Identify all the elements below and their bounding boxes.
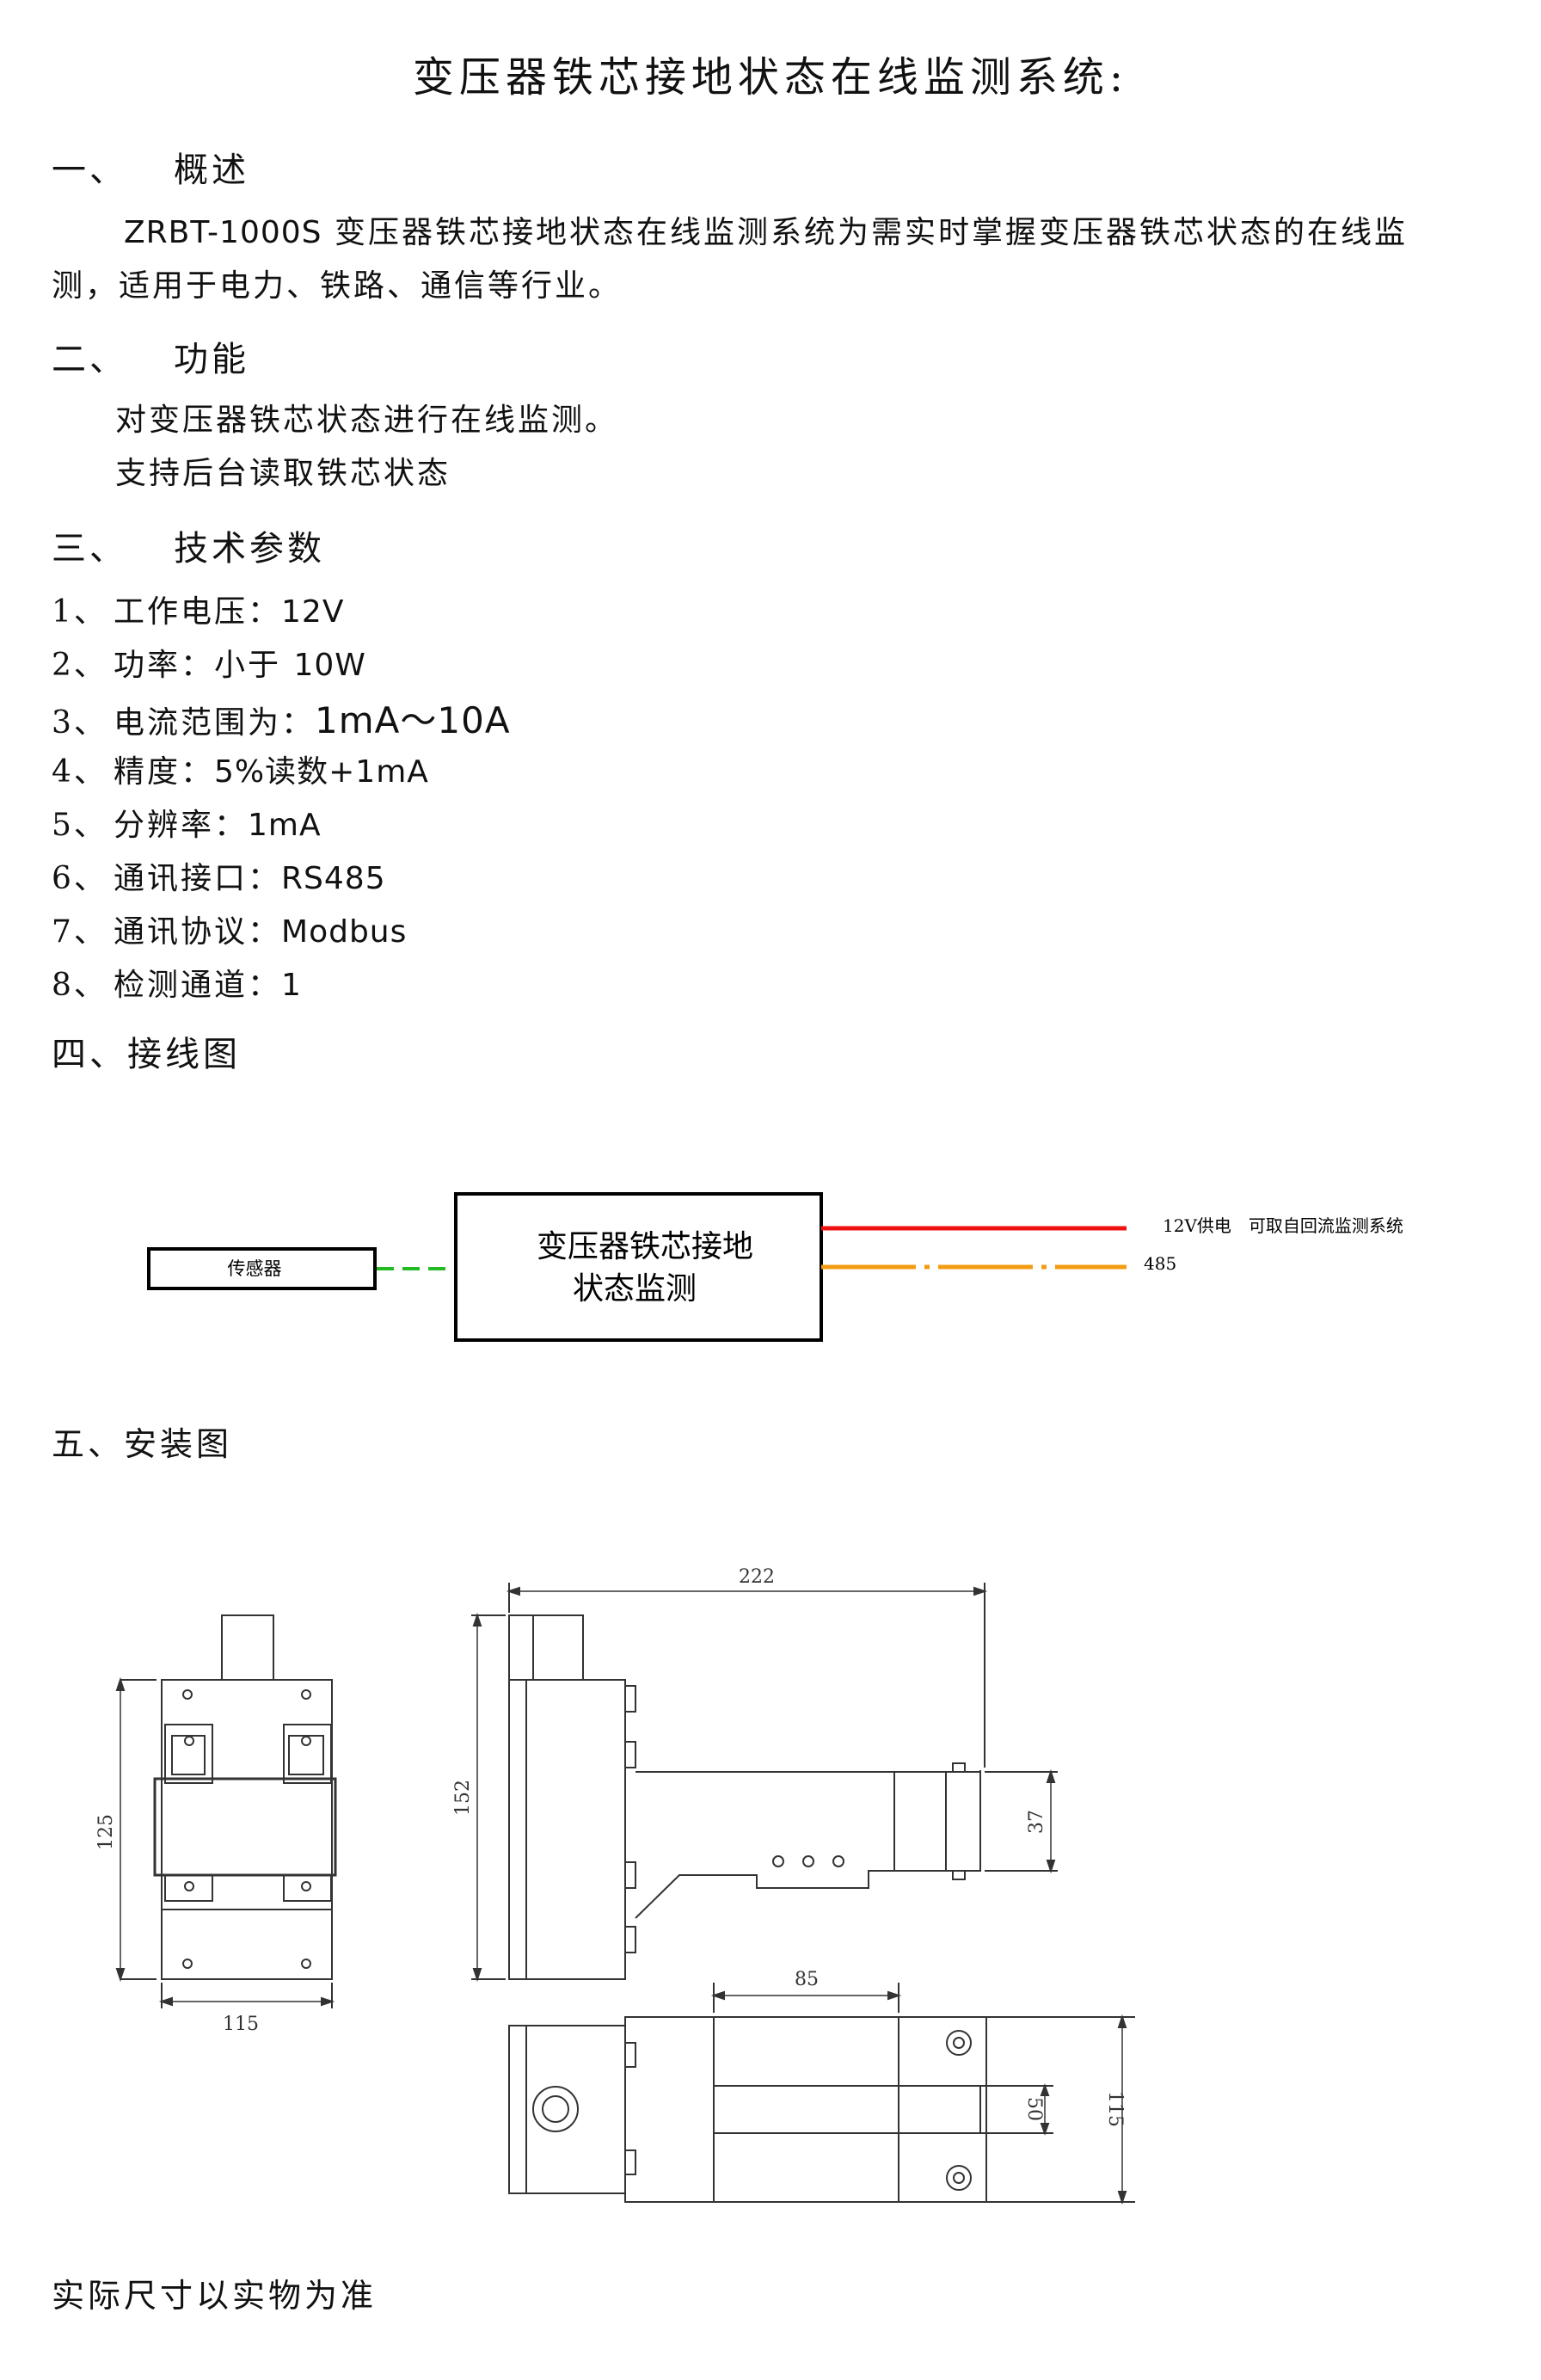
- param-row: 5、分辨率：1mA: [52, 808, 322, 843]
- dim-front-width: 115: [223, 2014, 259, 2035]
- param-row: 4、精度：5%读数+1mA: [52, 754, 429, 790]
- top-plate: [624, 2016, 987, 2203]
- page-title: 变压器铁芯接地状态在线监测系统:: [412, 53, 1129, 101]
- monitor-device-box: [454, 1192, 823, 1342]
- side-top-connector: [532, 1614, 584, 1681]
- wiring-diagram: 传感器 变压器铁芯接地 状态监测 12V供电 可取自回流监测系统 485: [147, 1192, 1403, 1342]
- param-row: 8、检测通道：1: [52, 968, 302, 1003]
- dim-front-height: 125: [95, 1814, 117, 1850]
- side-arm: [893, 1771, 981, 1872]
- param-row: 1、工作电压：12V: [52, 594, 345, 630]
- dim-side-length: 222: [739, 1566, 775, 1588]
- device-label-line-1: 变压器铁芯接地: [537, 1229, 753, 1264]
- dim-side-height: 152: [452, 1780, 474, 1816]
- param-row: 3、电流范围为：1mA～10A: [52, 699, 511, 741]
- comm-label: 485: [1144, 1253, 1176, 1274]
- overview-line-1: 变压器铁芯接地状态在线监测系统为需实时掌握变压器铁芯状态的在线监: [334, 215, 1408, 250]
- installation-drawing: 125 115 152 222 37 85 115 50: [95, 1566, 1135, 2205]
- device-label-line-2: 状态监测: [573, 1271, 697, 1307]
- section-install-heading: 五、安装图: [52, 1425, 233, 1463]
- section-title: 功能: [174, 340, 249, 379]
- function-list: 对变压器铁芯状态进行在线监测。 支持后台读取铁芯状态: [115, 394, 618, 501]
- dim-top-height: 115: [1104, 2091, 1126, 2127]
- top-view: [508, 1983, 1135, 2205]
- section-number: 一、: [52, 151, 127, 190]
- power-label: 12V供电 可取自回流监测系统: [1163, 1215, 1403, 1236]
- overview-line-2: 测，适用于电力、铁路、通信等行业。: [52, 268, 623, 304]
- side-view: [471, 1583, 1058, 1983]
- front-top-connector: [221, 1614, 274, 1681]
- dim-top-slot: 50: [1023, 2097, 1045, 2121]
- section-title: 概述: [174, 151, 249, 190]
- section-wiring-heading: 四、接线图: [52, 1035, 241, 1074]
- sensor-label: 传感器: [228, 1258, 282, 1279]
- param-row: 7、通讯协议：Modbus: [52, 914, 408, 950]
- section-title: 技术参数: [174, 529, 325, 569]
- footer-note: 实际尺寸以实物为准: [52, 2277, 378, 2315]
- top-slot: [713, 2085, 981, 2134]
- sensor-box: [147, 1247, 377, 1290]
- dim-top-width: 85: [795, 1969, 819, 1990]
- section-number: 二、: [52, 340, 127, 379]
- overview-paragraph: ZRBT-1000S 变压器铁芯接地状态在线监测系统为需实时掌握变压器铁芯状态的…: [52, 206, 1505, 313]
- front-body: [161, 1679, 333, 1980]
- model-number: ZRBT-1000S: [124, 215, 322, 250]
- function-item: 对变压器铁芯状态进行在线监测。: [115, 403, 619, 438]
- section-params-heading: 三、 技术参数: [52, 520, 325, 570]
- side-body: [508, 1679, 626, 1980]
- section-function-heading: 二、 功能: [52, 331, 249, 381]
- function-item: 支持后台读取铁芯状态: [115, 456, 451, 491]
- front-clamp-band: [153, 1777, 337, 1877]
- param-row: 2、功率：小于 10W: [52, 648, 366, 683]
- param-row: 6、通讯接口：RS485: [52, 861, 386, 896]
- dim-side-arm: 37: [1026, 1810, 1047, 1834]
- front-view: [115, 1614, 337, 2008]
- section-overview-heading: 一、 概述: [52, 142, 249, 192]
- section-number: 三、: [52, 529, 127, 569]
